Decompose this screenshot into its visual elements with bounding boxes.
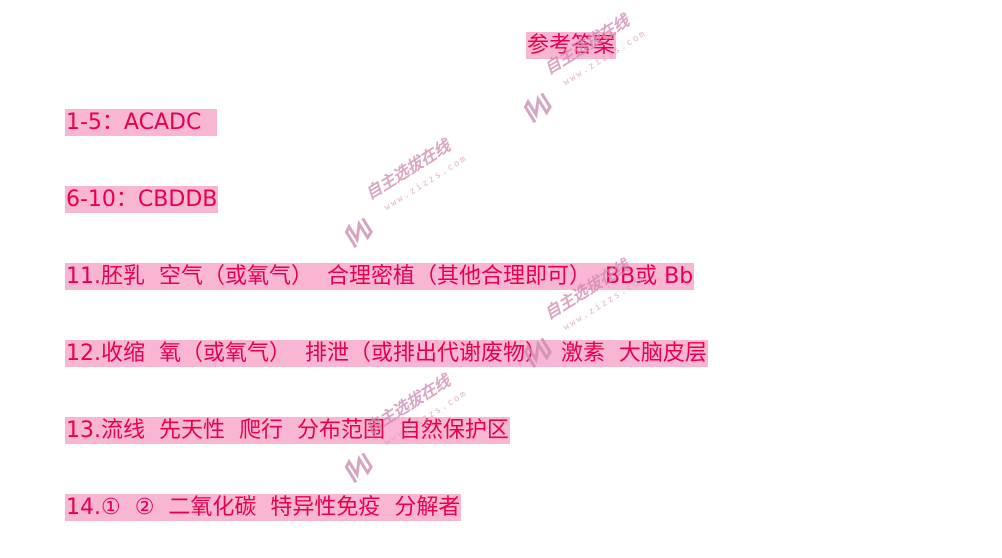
watermark-text: 自主选拔在线 [361, 136, 454, 203]
watermark: 自主选拔在线 www.zizzs.com [344, 136, 496, 265]
zizzs-logo-icon [523, 92, 552, 124]
answer-line-6: 14.① ② 二氧化碳 特异性免疫 分解者 [65, 494, 462, 521]
zizzs-logo-icon [344, 452, 373, 484]
answer-line-3: 11.胚乳 空气（或氧气） 合理密植（其他合理即可） BB或 Bb [65, 263, 695, 290]
answer-line-2: 6-10：CBDDB [65, 186, 219, 213]
answer-line-4: 12.收缩 氧（或氧气） 排泄（或排出代谢废物） 激素 大脑皮层 [65, 340, 708, 367]
answer-line-5: 13.流线 先天性 爬行 分布范围 自然保护区 [65, 417, 510, 444]
watermark-url: www.zizzs.com [382, 153, 470, 213]
watermark: 自主选拔在线 www.zizzs.com [523, 11, 675, 140]
answer-line-1: 1-5：ACADC [65, 109, 218, 136]
zizzs-logo-icon [344, 217, 373, 249]
answer-title: 参考答案 [526, 32, 617, 59]
